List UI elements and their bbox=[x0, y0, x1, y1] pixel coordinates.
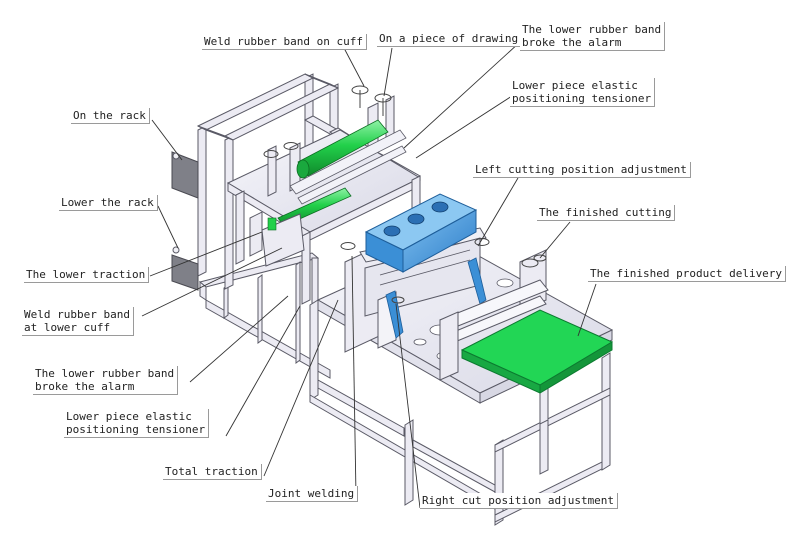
label-on-the-rack: On the rack bbox=[71, 108, 150, 124]
upper-roller-assembly bbox=[267, 95, 407, 205]
label-right-cut-position-adjustment: Right cut position adjustment bbox=[420, 493, 619, 509]
label-weld-rubber-band-on-cuff: Weld rubber band on cuff bbox=[202, 34, 367, 50]
leader-lines bbox=[141, 41, 597, 509]
tension-hand-wheels bbox=[263, 85, 392, 158]
delivery-conveyor bbox=[460, 309, 614, 394]
label-the-finished-product-delivery: The finished product delivery bbox=[588, 266, 787, 282]
label-left-cutting-position-adjustment: Left cutting position adjustment bbox=[473, 162, 691, 178]
label-the-finished-cutting: The finished cutting bbox=[537, 205, 676, 221]
finished-cutting-rollers bbox=[439, 249, 549, 381]
label-upper-elastic-tensioner: Lower piece elastic positioning tensione… bbox=[510, 78, 656, 107]
label-weld-rubber-band-lower-cuff: Weld rubber band at lower cuff bbox=[22, 307, 134, 336]
label-on-a-piece-of-drawing: On a piece of drawing bbox=[377, 31, 523, 47]
label-the-lower-traction: The lower traction bbox=[24, 267, 150, 283]
rack-panels bbox=[171, 151, 199, 291]
label-lower-elastic-tensioner: Lower piece elastic positioning tensione… bbox=[64, 409, 210, 438]
label-lower-rubber-band-alarm: The lower rubber band broke the alarm bbox=[33, 366, 179, 395]
label-total-traction: Total traction bbox=[163, 464, 262, 480]
label-lower-the-rack: Lower the rack bbox=[59, 195, 158, 211]
label-upper-rubber-band-alarm: The lower rubber band broke the alarm bbox=[520, 22, 666, 51]
label-joint-welding: Joint welding bbox=[266, 486, 359, 502]
cutter-head bbox=[364, 193, 478, 273]
